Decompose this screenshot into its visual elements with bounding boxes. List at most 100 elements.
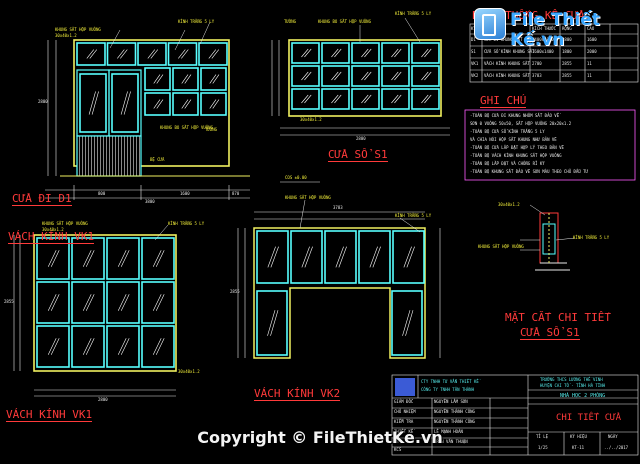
- window-s1-glass-panel: [381, 88, 410, 110]
- stat-table-cell: 2800: [562, 37, 572, 42]
- window-s1-glass-panel: [381, 65, 410, 87]
- window-s1-glass-panel: [381, 42, 410, 64]
- glass-hatch: [394, 94, 402, 104]
- glass-hatch: [364, 71, 372, 81]
- partition-vk2-side-glass: [256, 290, 288, 356]
- glass-hatch: [153, 99, 161, 109]
- partition-vk1-glass-panel: [36, 281, 70, 324]
- file-icon: [474, 8, 506, 40]
- glass-hatch: [181, 49, 189, 59]
- door-d1-glass-panel: [76, 42, 106, 66]
- glass-hatch: [82, 250, 92, 267]
- glass-hatch: [150, 49, 159, 59]
- title-stat-table: BẢNG THỐNG KÊ CỬA: [472, 9, 585, 22]
- stat-table-cell: S1: [471, 49, 476, 54]
- partition-vk1-glass-panel: [141, 281, 175, 324]
- glass-hatch: [120, 91, 128, 115]
- stat-table-cell: 2000: [587, 49, 597, 54]
- glass-hatch: [156, 74, 164, 84]
- title-window-s1: CỬA SỔ S1: [328, 148, 388, 162]
- label-frame-size-vk1: 30x40x1.2: [42, 227, 64, 232]
- stat-table-cell: 1600: [587, 37, 597, 42]
- stat-table-cell: 11: [587, 73, 592, 78]
- note-line: VÀ CHIA NÓI HỘP SẮT KHUNG NHƯ BẢN VẼ: [470, 137, 557, 142]
- glass-hatch: [184, 74, 192, 84]
- note-line: -TOÀN BỘ KHUNG SẮT ĐẢO VẼ SƠN MÀU THEO C…: [470, 169, 589, 174]
- glass-hatch: [50, 250, 60, 267]
- door-d1-glass-panel: [198, 42, 228, 66]
- label-wall-s1: TƯỜNG: [284, 19, 297, 24]
- stat-table-cell: 1400x1800: [532, 37, 554, 42]
- glass-hatch: [361, 48, 369, 58]
- door-d1-side-panel: [172, 92, 199, 116]
- glass-hatch: [267, 310, 276, 336]
- glass-hatch: [152, 250, 162, 267]
- tb-sheet: KT-11: [572, 445, 585, 450]
- glass-hatch: [120, 338, 130, 355]
- glass-hatch: [47, 294, 57, 311]
- glass-hatch: [47, 250, 57, 267]
- glass-hatch: [86, 49, 95, 59]
- window-s1-glass-panel: [351, 42, 380, 64]
- level-mark: COS ±0.00: [285, 175, 307, 180]
- stat-table-cell: 11: [587, 61, 592, 66]
- tb-date: ../../2017: [604, 445, 629, 450]
- glass-hatch: [209, 74, 217, 84]
- glass-hatch: [406, 246, 415, 268]
- partition-vk1-glass-panel: [141, 325, 175, 368]
- title-notes: GHI CHÚ: [480, 94, 527, 108]
- glass-hatch: [369, 246, 378, 268]
- label-steel-frame-d1: KHUNG SẮT HỘP VUÔNG: [55, 27, 101, 32]
- tb-project-1: TRƯỜNG THCS LƯƠNG THẾ VINH: [540, 377, 603, 382]
- note-line: -TOÀN BỘ LẮP ĐẶT VÀ CHỐNG RỈ KỸ: [470, 161, 545, 166]
- title-section-detail-line1: MẶT CẮT CHI TIẾT: [505, 311, 611, 324]
- glass-hatch: [331, 48, 339, 58]
- door-d1-glass-panel: [137, 42, 167, 66]
- stat-table-cell: CỬA SỔ KÍNH KHUNG SẮT: [484, 49, 535, 54]
- partition-vk1-glass-panel: [71, 281, 105, 324]
- glass-hatch: [304, 71, 312, 81]
- glass-hatch: [361, 71, 369, 81]
- glass-hatch: [155, 250, 165, 267]
- note-line: -TOÀN BỘ CỬA LẮP ĐẶT HỢP LÝ THEO BẢN VẼ: [470, 145, 564, 150]
- stat-table-cell: 2855: [562, 61, 572, 66]
- glass-hatch: [178, 49, 186, 59]
- tb-name: LÊ MẠNH HOÀN: [434, 429, 463, 434]
- glass-hatch: [184, 99, 192, 109]
- tb-role: VẼ: [394, 439, 399, 444]
- label-steel-box-d1: KHUNG BO SẮT HỘP VUÔNG: [160, 125, 213, 130]
- partition-vk1-glass-panel: [106, 237, 140, 280]
- tb-drawing-title: CHI TIẾT CỬA: [556, 413, 622, 423]
- window-s1-glass-panel: [291, 42, 320, 64]
- dim-vk1-width: 2800: [98, 397, 108, 402]
- title-door-d1: CỬA ĐI D1: [12, 192, 72, 206]
- stat-table-cell: D1: [471, 37, 476, 42]
- door-d1-side-panel: [200, 92, 227, 116]
- dimension-lines: [13, 40, 450, 397]
- glass-hatch: [123, 91, 131, 115]
- stat-table-cell: VÁCH KÍNH KHUNG SẮT: [484, 73, 530, 78]
- tb-date-label: NGÀY: [608, 434, 618, 439]
- window-s1-glass-panel: [291, 88, 320, 110]
- door-d1-glass-panel: [106, 42, 137, 66]
- glass-hatch: [331, 71, 339, 81]
- window-s1-glass-panel: [411, 88, 440, 110]
- glass-hatch: [394, 48, 402, 58]
- title-block-grid: [391, 374, 639, 456]
- glass-hatch: [47, 338, 57, 355]
- window-s1-glass-panel: [351, 65, 380, 87]
- partition-vk1-glass-panel: [106, 281, 140, 324]
- title-partition-vk1-bottom: VÁCH KÍNH VK1: [6, 408, 93, 422]
- glass-hatch: [424, 48, 432, 58]
- partition-vk1-glass-panel: [71, 237, 105, 280]
- label-wall-d1: TƯỜNG: [205, 127, 218, 132]
- glass-hatch: [334, 48, 342, 58]
- label-sill-d1: BỆ CỬA: [150, 157, 165, 162]
- dim-d1-left: 800: [98, 191, 106, 196]
- window-s1-glass-panel: [411, 65, 440, 87]
- glass-hatch: [211, 49, 220, 59]
- glass-hatch: [156, 99, 164, 109]
- glass-hatch: [421, 94, 429, 104]
